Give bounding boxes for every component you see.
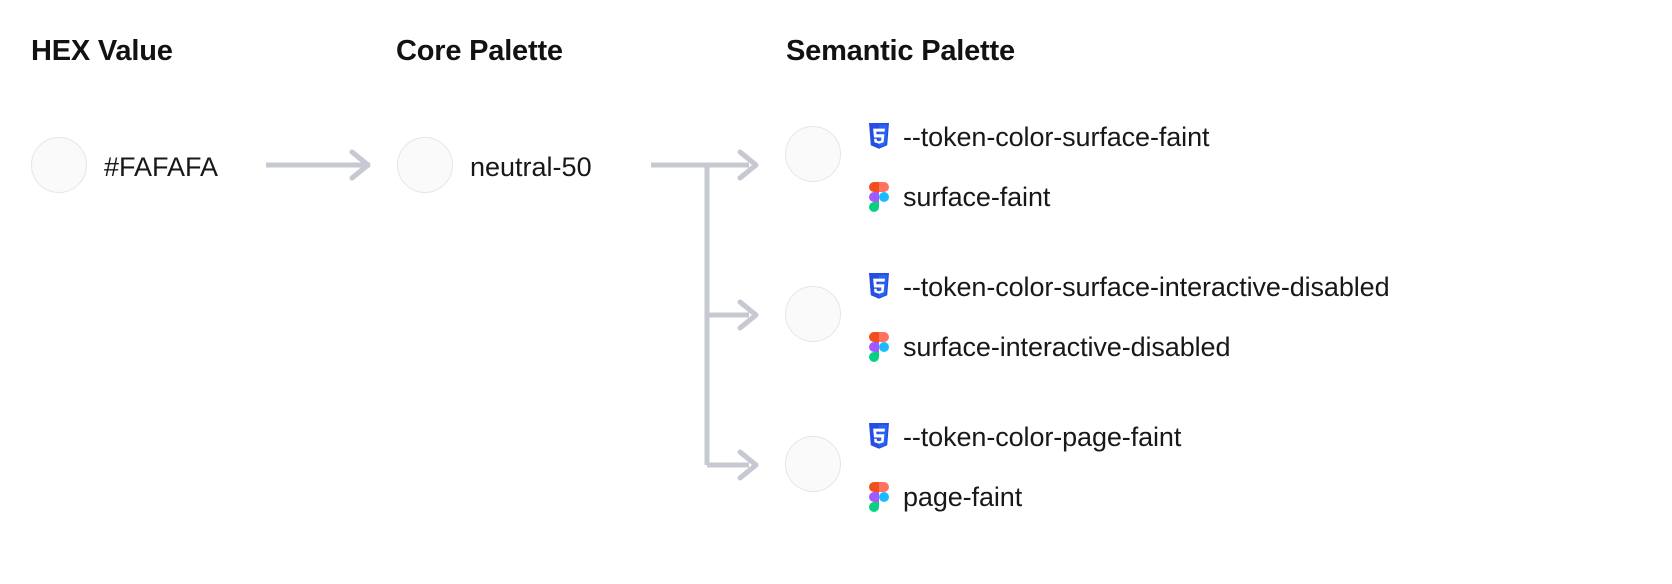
css-token-label-3: --token-color-page-faint (903, 421, 1182, 452)
core-value-label: neutral-50 (470, 152, 592, 182)
css-token-label-2: --token-color-surface-interactive-disabl… (903, 271, 1390, 302)
hex-swatch (31, 137, 87, 193)
css-token-label-1: --token-color-surface-faint (903, 121, 1210, 152)
figma-token-row-1: surface-faint (866, 176, 1209, 218)
css-token-row-1: --token-color-surface-faint (866, 116, 1210, 158)
figma-icon (866, 182, 892, 212)
core-swatch (397, 137, 453, 193)
column-title-semantic: Semantic Palette (786, 35, 1015, 67)
semantic-token-group-1: --token-color-surface-faint surface-fain… (866, 116, 1210, 218)
figma-token-row-2: surface-interactive-disabled (866, 326, 1390, 368)
css-token-row-2: --token-color-surface-interactive-disabl… (866, 266, 1390, 308)
semantic-token-group-2: --token-color-surface-interactive-disabl… (866, 266, 1390, 368)
semantic-swatch-1 (785, 126, 841, 182)
css-token-row-3: --token-color-page-faint (866, 416, 1181, 458)
column-title-core: Core Palette (396, 35, 563, 67)
figma-token-label-3: page-faint (903, 481, 1023, 512)
hex-value-label: #FAFAFA (104, 152, 219, 182)
css3-icon (866, 122, 892, 152)
figma-token-row-3: page-faint (866, 476, 1181, 518)
figma-token-label-2: surface-interactive-disabled (903, 331, 1231, 362)
semantic-swatch-3 (785, 436, 841, 492)
css3-icon (866, 272, 892, 302)
semantic-token-group-3: --token-color-page-faint page-faint (866, 416, 1181, 518)
figma-token-label-1: surface-faint (903, 181, 1051, 212)
semantic-swatch-2 (785, 286, 841, 342)
figma-icon (866, 482, 892, 512)
column-title-hex: HEX Value (31, 35, 173, 67)
figma-icon (866, 332, 892, 362)
css3-icon (866, 422, 892, 452)
